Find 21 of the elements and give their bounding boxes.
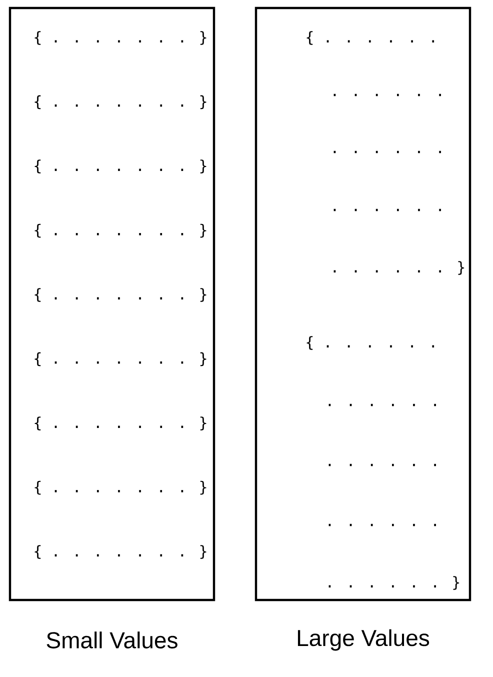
brace-row: . . . . . . [328,404,436,406]
box-heading: Large Values [298,629,430,651]
brace-row: . . . . . . } [328,576,460,590]
brace-row: { . . . . . . . } [34,480,206,495]
brace-row: { . . . . . . . } [34,416,206,430]
box-heading: Small Values [46,632,178,648]
brace-row: . . . . . . [328,524,436,526]
brace-row: . . . . . . [334,94,441,96]
brace-row: { . . . . . . . } [34,160,206,174]
brace-row: . . . . . . } [334,261,464,275]
brace-row: { . . . . . . [306,336,434,350]
brace-row: . . . . . . [328,464,436,466]
brace-row: { . . . . . . . } [34,95,206,110]
brace-row: . . . . . . [334,208,441,212]
brace-row: { . . . . . . . } [34,352,206,366]
brace-row: { . . . . . . . } [34,545,206,559]
brace-row: . . . . . . [334,150,441,154]
brace-row: { . . . . . . . } [34,288,206,302]
brace-row: { . . . . . . [306,31,434,45]
brace-row: { . . . . . . . } [34,224,206,238]
brace-row: { . . . . . . . } [34,31,206,45]
